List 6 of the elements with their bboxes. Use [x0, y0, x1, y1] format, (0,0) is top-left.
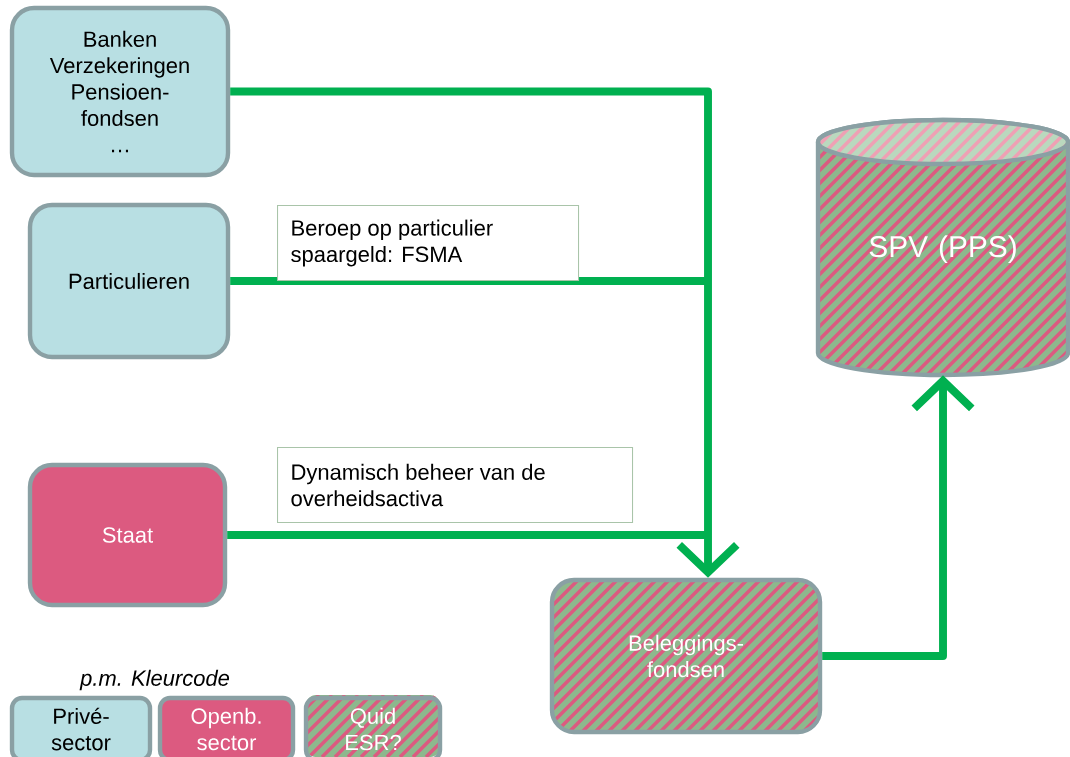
- sector-box: Staat: [27, 462, 228, 608]
- sector-box: Particulieren: [27, 202, 231, 360]
- edge-label: Beroep op particulier spaargeld: FSMA: [277, 205, 580, 282]
- legend-title: p.m. Kleurcode: [79, 669, 230, 691]
- edge-label: Dynamisch beheer van de overheidsactiva: [277, 447, 634, 524]
- sector-box: Banken Verzekeringen Pensioen- fondsen …: [9, 5, 231, 178]
